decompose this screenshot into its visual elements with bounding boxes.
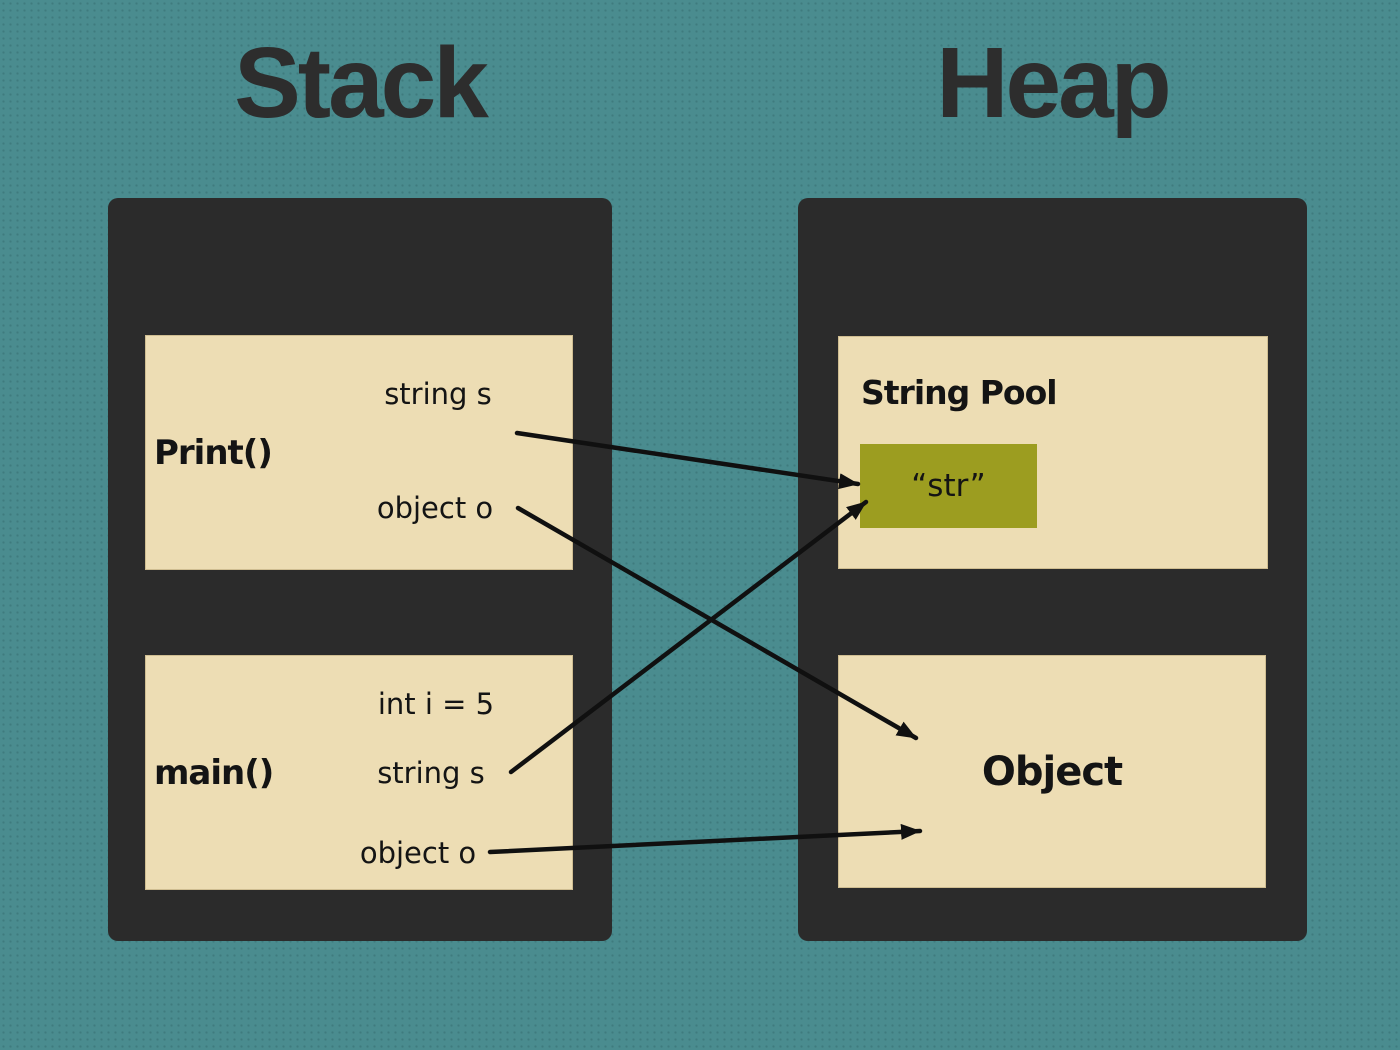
heap-title: Heap <box>936 27 1172 139</box>
interned-string-value: “str” <box>911 468 986 504</box>
stack-frame-print: Print() string s object o <box>145 335 573 570</box>
var-main-string-s: string s <box>377 756 485 790</box>
var-print-object-o: object o <box>376 491 494 525</box>
frame-name-main: main() <box>154 752 274 793</box>
object-label: Object <box>981 748 1123 795</box>
string-pool-label: String Pool <box>861 373 1058 412</box>
heap-region-string-pool: String Pool “str” <box>838 336 1268 569</box>
interned-string-box: “str” <box>860 444 1037 528</box>
stack-title: Stack <box>234 27 489 139</box>
stack-frame-main: main() int i = 5 string s object o <box>145 655 573 890</box>
var-main-object-o: object o <box>359 836 477 870</box>
frame-name-print: Print() <box>154 432 273 473</box>
var-main-int-i: int i = 5 <box>377 687 495 721</box>
heap-region-object: Object <box>838 655 1266 888</box>
heap-panel: String Pool “str” Object <box>798 198 1307 941</box>
stack-panel: Print() string s object o main() int i =… <box>108 198 612 941</box>
var-print-string-s: string s <box>384 377 492 411</box>
